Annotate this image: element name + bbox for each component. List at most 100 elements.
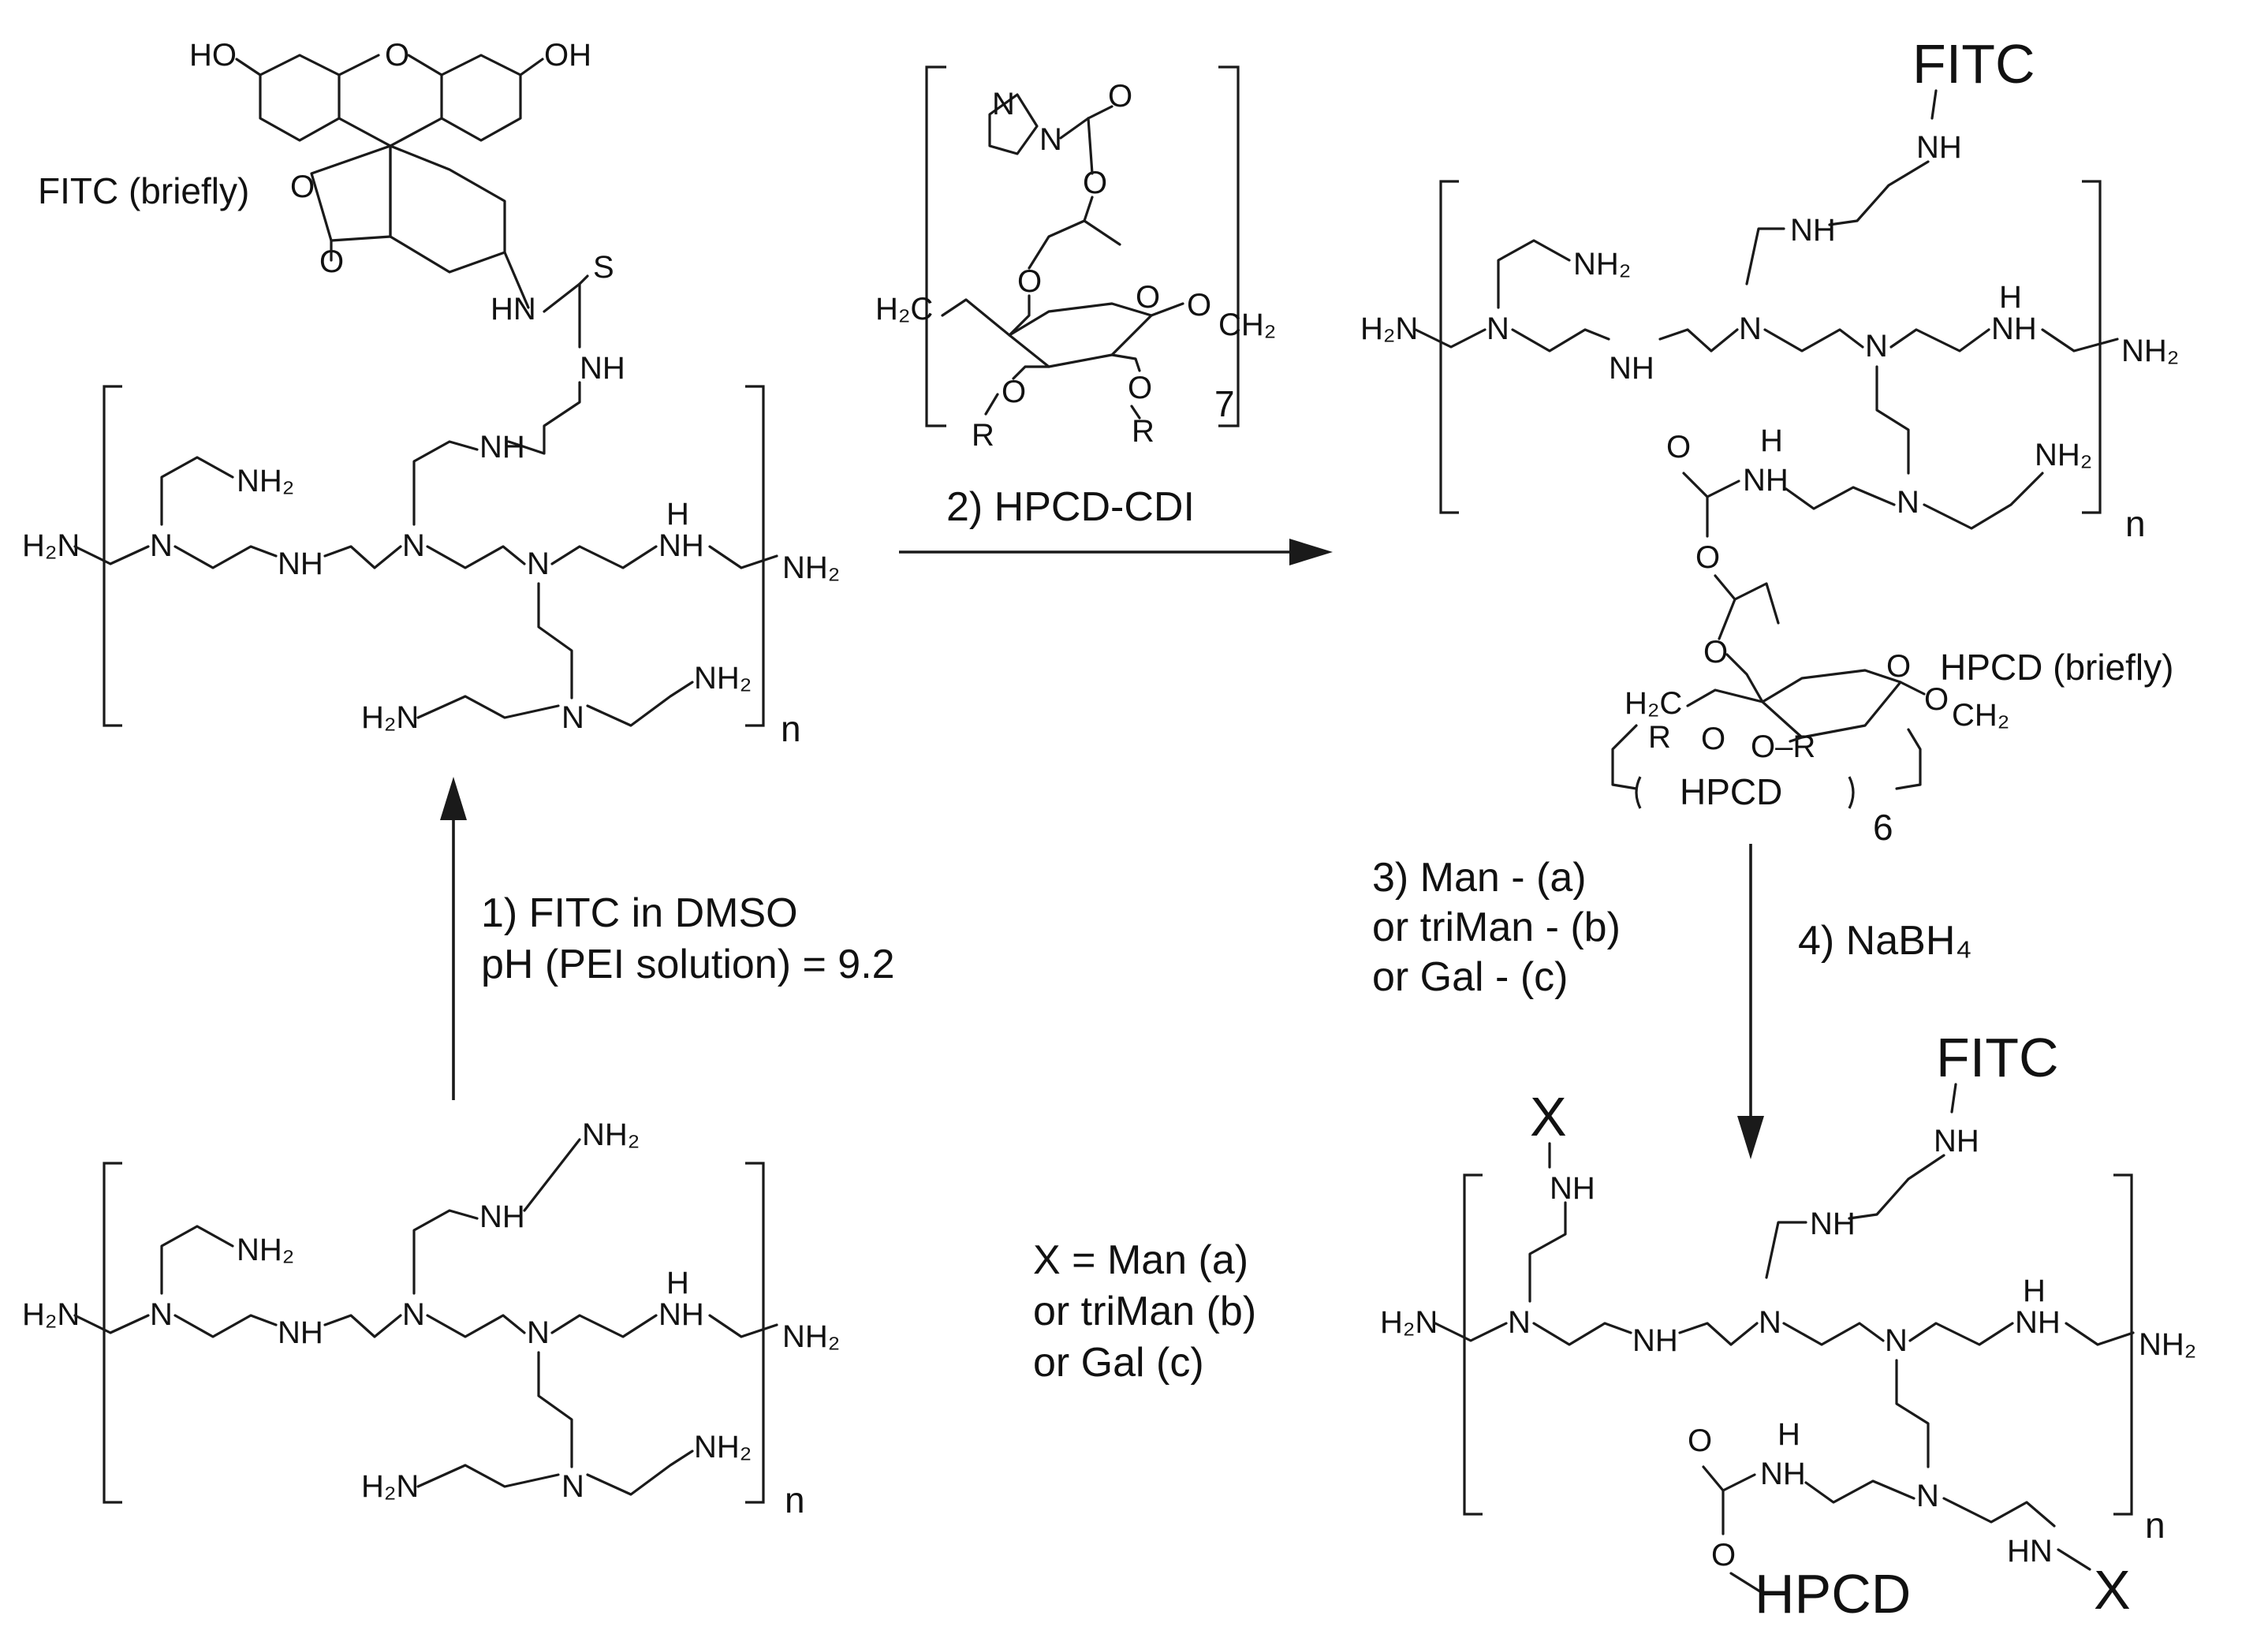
atom-label: NH₂ — [782, 1319, 840, 1354]
atom-label: HN — [491, 292, 536, 326]
atom-label: H₂N — [22, 1297, 80, 1332]
atom-label: H — [666, 1266, 689, 1300]
atom-label: O — [1688, 1423, 1712, 1458]
atom-label: N — [1885, 1323, 1908, 1358]
arrow-step-2 — [899, 539, 1333, 565]
repeat-index: n — [2125, 503, 2146, 544]
atom-label: O — [1886, 649, 1911, 684]
atom-label: NH — [1550, 1171, 1595, 1206]
atom-label: H₂N — [1360, 312, 1418, 346]
fitc-label: FITC — [1936, 1027, 2059, 1088]
step-1-condition: pH (PEI solution) = 9.2 — [481, 942, 895, 987]
atom-label: N — [1759, 1305, 1781, 1340]
fitc-label: FITC — [1912, 33, 2035, 95]
atom-label: OH — [544, 38, 591, 73]
step-3-option-b: or triMan - (b) — [1372, 905, 1621, 950]
fitc-pei-hpcd-structure: FITC NH NH n H₂N N NH N N NH H NH₂ NH₂ N… — [1360, 33, 2179, 848]
atom-label: R — [972, 418, 994, 453]
atom-label: NH — [479, 430, 525, 464]
atom-label: NH — [278, 1315, 323, 1350]
atom-label: O — [1695, 540, 1720, 575]
atom-label: NH — [2015, 1305, 2061, 1340]
atom-label: N — [1897, 485, 1919, 520]
repeat-count: 6 — [1873, 807, 1893, 848]
atom-label: H₂N — [361, 1469, 419, 1504]
atom-label: N — [1508, 1305, 1531, 1340]
x-definition-c: or Gal (c) — [1033, 1340, 1204, 1386]
atom-label: O — [1701, 722, 1725, 756]
atom-label: N — [561, 1469, 584, 1504]
atom-label: O — [290, 170, 315, 204]
atom-label: NH — [1934, 1124, 1979, 1158]
repeat-index: n — [781, 708, 801, 749]
atom-label: H₂N — [22, 528, 80, 563]
atom-label: N — [1865, 329, 1888, 364]
pei-structure: H₂N N NH N N NH H NH₂ NH₂ NH NH₂ H₂N N N… — [22, 1117, 840, 1520]
hpcd-ring-label: HPCD — [1680, 771, 1782, 812]
hpcd-label: HPCD — [1755, 1563, 1911, 1625]
atom-label: R — [1648, 720, 1671, 755]
atom-label: H₂N — [361, 700, 419, 735]
atom-label: N — [992, 87, 1015, 121]
atom-label: HO — [189, 38, 237, 73]
atom-label: O — [1128, 371, 1152, 405]
repeat-count: 7 — [1214, 383, 1235, 424]
atom-label: S — [593, 250, 614, 285]
atom-label: N — [150, 528, 173, 563]
fitc-briefly-label: FITC (briefly) — [38, 170, 249, 211]
step-4-label: 4) NaBH₄ — [1798, 918, 1972, 964]
atom-label: NH — [1991, 312, 2037, 346]
x-substituent: X — [1530, 1086, 1567, 1147]
atom-label: NH₂ — [237, 464, 294, 498]
atom-label: N — [527, 1315, 550, 1350]
atom-label: O — [1703, 635, 1728, 670]
atom-label: N — [1916, 1479, 1939, 1513]
repeat-index: n — [785, 1479, 805, 1520]
fitc-pei-structure: FITC (briefly) HO OH O O O S HN NH H₂N N… — [22, 38, 840, 749]
arrow-step-1 — [440, 777, 467, 1100]
atom-label: NH₂ — [694, 1430, 752, 1464]
atom-label: NH — [580, 351, 625, 386]
atom-label: H₂C — [1625, 686, 1682, 721]
final-product-structure: FITC NH NH X NH n H₂N N NH N N NH H NH₂ … — [1380, 1027, 2196, 1625]
repeat-index: n — [2145, 1505, 2165, 1546]
atom-label: H — [1777, 1417, 1800, 1452]
atom-label: H — [2023, 1274, 2046, 1308]
atom-label: CH₂ — [1218, 308, 1276, 342]
atom-label: O–R — [1751, 729, 1815, 764]
atom-label: H — [666, 497, 689, 532]
x-definition-b: or triMan (b) — [1033, 1289, 1256, 1334]
atom-label: O — [1711, 1538, 1736, 1573]
atom-label: R — [1132, 414, 1155, 449]
atom-label: NH — [479, 1199, 525, 1234]
atom-label: NH — [1810, 1207, 1856, 1241]
atom-label: N — [1487, 312, 1509, 346]
atom-label: NH₂ — [782, 550, 840, 585]
atom-label: H — [1999, 280, 2022, 315]
atom-label: N — [1039, 122, 1062, 157]
atom-label: NH — [1632, 1323, 1678, 1358]
atom-label: NH₂ — [1573, 247, 1631, 282]
atom-label: NH — [1790, 213, 1836, 248]
atom-label: NH — [658, 1297, 704, 1332]
atom-label: NH — [1609, 351, 1654, 386]
atom-label: H₂N — [1380, 1305, 1438, 1340]
atom-label: N — [1739, 312, 1762, 346]
atom-label: O — [1108, 79, 1132, 114]
atom-label: NH₂ — [237, 1233, 294, 1267]
atom-label: O — [385, 38, 409, 73]
atom-label: NH₂ — [694, 661, 752, 696]
atom-label: NH — [1760, 1457, 1806, 1491]
arrow-step-3-4 — [1737, 844, 1764, 1159]
atom-label: NH — [278, 547, 323, 581]
atom-label: N — [527, 547, 550, 581]
step-1-label: 1) FITC in DMSO — [481, 890, 798, 936]
atom-label: O — [1002, 375, 1026, 409]
atom-label: H — [1760, 423, 1783, 458]
atom-label: NH₂ — [2139, 1327, 2196, 1362]
atom-label: NH — [658, 528, 704, 563]
atom-label: O — [1017, 264, 1042, 299]
atom-label: N — [150, 1297, 173, 1332]
atom-label: O — [1924, 682, 1949, 717]
